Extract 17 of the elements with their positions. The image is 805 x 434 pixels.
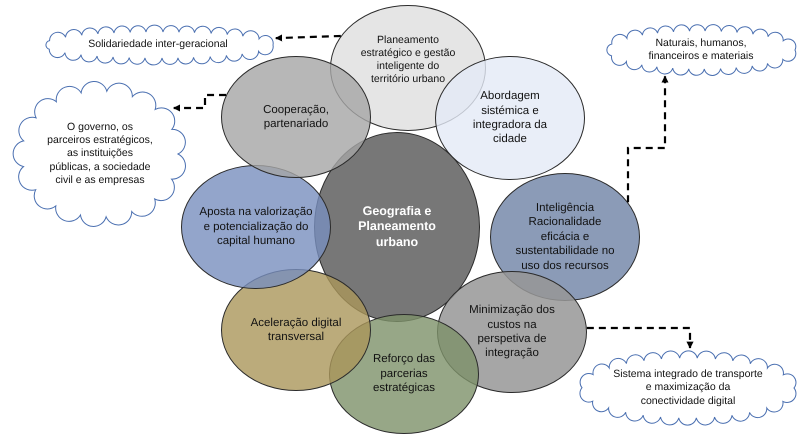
node-label: Inteligência Racionalidade eficácia e sustentabilidade no uso dos recursos [514,201,616,273]
node-label: Solidariedade inter-geracional [87,38,229,52]
dashed-arrow [275,34,341,42]
node-label: O governo, os parceiros estratégicos, as instituições públicas, a sociedade civil e as empresas [46,121,154,187]
node-label: Cooperação, partenariado [262,102,330,132]
node-label: Minimização dos custos na perspetiva de integração [468,303,556,361]
node-label: Reforço das parcerias estratégicas [372,352,436,396]
node-label: Aposta na valorização e potencialização do capital humano [198,205,314,249]
node-label: Naturais, humanos, financeiros e materiais [647,36,755,64]
node-label: Aceleração digital transversal [250,316,342,344]
dashed-arrow [173,94,226,112]
node-label: Planeamento estratégico e gestão inteligente do território urbano [360,34,456,86]
node-label: Geografia e Planeamento urbano [357,204,437,250]
dashed-arrow [586,326,694,349]
node-label: Abordagem sistémica e integradora da cidade [472,89,548,147]
node-label: Sistema integrado de transporte e maximização da conectividade digital [613,368,763,408]
dashed-arrow [626,76,669,202]
